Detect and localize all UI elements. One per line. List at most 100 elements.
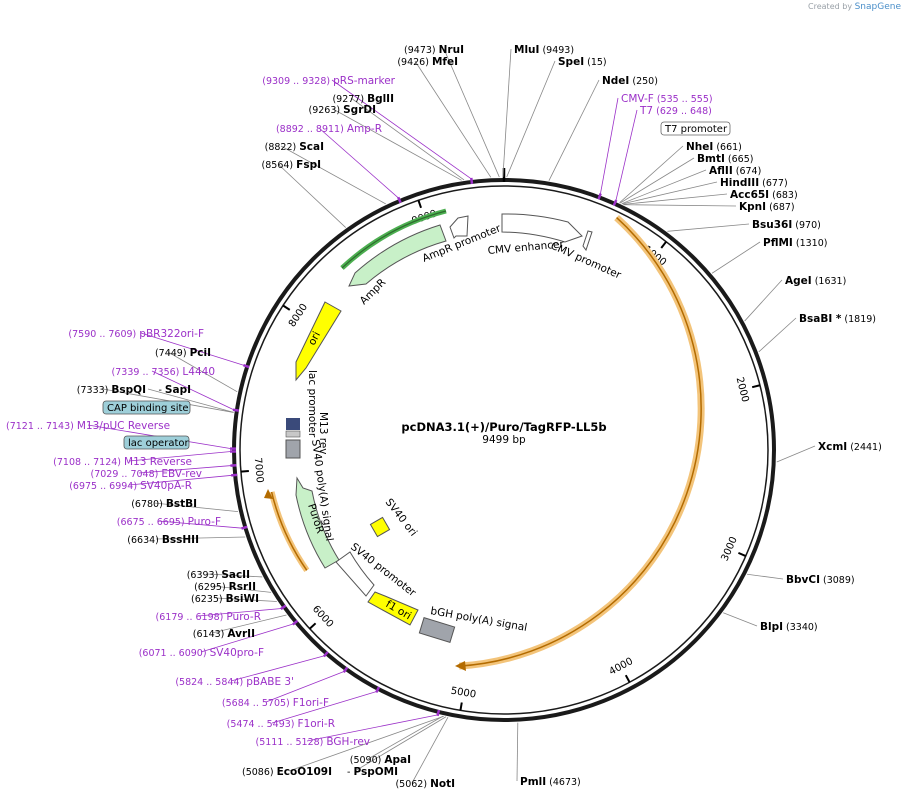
enzyme-label-6: (9263) SgrDI bbox=[309, 104, 377, 116]
site-name: HindIII bbox=[720, 177, 759, 189]
enzyme-leader-13 bbox=[623, 193, 728, 205]
site-name: SV40pA-R bbox=[140, 480, 192, 492]
tick-mark-7000 bbox=[240, 470, 249, 473]
site-position: (7590 .. 7609) bbox=[68, 329, 139, 340]
site-name: ScaI bbox=[299, 141, 324, 153]
puror-arrow bbox=[295, 476, 340, 569]
site-position: (2441) bbox=[847, 442, 882, 453]
tick-mark-1000 bbox=[660, 241, 667, 249]
site-name: NruI bbox=[439, 44, 464, 56]
enzyme-label-10: BmtI (665) bbox=[697, 153, 753, 165]
site-position: (7108 .. 7124) bbox=[53, 457, 124, 468]
site-name: AflII bbox=[709, 165, 733, 177]
enzyme-leader-4 bbox=[548, 79, 600, 181]
site-name: L4440 bbox=[182, 366, 215, 378]
orf-arc-main-arrowhead bbox=[455, 661, 466, 671]
enzyme-label-23: (5062) NotI bbox=[395, 778, 455, 790]
enzyme-label-3: (9426) MfeI bbox=[397, 56, 458, 68]
enzyme-label-13: Acc65I (683) bbox=[730, 189, 798, 201]
site-position: (9493) bbox=[539, 45, 574, 56]
orf-arc-puro-core bbox=[270, 491, 308, 571]
site-position: (9277) bbox=[332, 94, 367, 105]
site-name: MluI bbox=[514, 44, 539, 56]
ori-arrow bbox=[295, 301, 342, 382]
enzyme-leader-32 bbox=[153, 502, 239, 513]
leader-lines bbox=[87, 48, 816, 784]
primer-label-15: (5474 .. 5493) F1ori-R bbox=[227, 718, 335, 730]
site-name: pBR322ori-F bbox=[139, 328, 204, 340]
ori-label: ori bbox=[306, 330, 323, 348]
primer-leader-10 bbox=[157, 520, 243, 529]
enzyme-label-16: PflMI (1310) bbox=[763, 237, 827, 249]
enzyme-leader-29 bbox=[212, 585, 272, 593]
enzyme-label-4: NdeI (250) bbox=[602, 75, 658, 87]
site-position: (6179 .. 6198) bbox=[156, 612, 227, 623]
sv40-ori-label: SV40 ori bbox=[383, 496, 420, 538]
site-position: (4673) bbox=[546, 777, 581, 788]
m13-rev-box bbox=[285, 430, 301, 438]
site-prefix: - bbox=[158, 385, 164, 396]
site-position: (6675 .. 6695) bbox=[117, 517, 188, 528]
site-name: BsaBI * bbox=[799, 313, 842, 325]
site-name: NotI bbox=[430, 778, 455, 790]
enzyme-leader-34 bbox=[147, 388, 234, 413]
primer-label-2: CMV-F (535 .. 555) bbox=[621, 93, 713, 105]
primer-site-marker-13 bbox=[322, 651, 329, 658]
primer-leader-9 bbox=[128, 474, 233, 486]
bgh-polya-box bbox=[418, 617, 456, 643]
enzyme-leader-27 bbox=[211, 614, 287, 634]
site-position: (683) bbox=[769, 190, 798, 201]
site-position: (6295) bbox=[194, 582, 229, 593]
enzyme-label-8: (8564) FspI bbox=[262, 159, 321, 171]
site-position: (7339 .. 7356) bbox=[112, 367, 183, 378]
plasmid-length: 9499 bp bbox=[482, 434, 526, 446]
site-name: AvrII bbox=[227, 628, 255, 640]
site-position: (9309 .. 9328) bbox=[262, 76, 333, 87]
primer-site-marker-5 bbox=[232, 408, 240, 412]
site-name: BspQI bbox=[111, 384, 146, 396]
site-position: (629 .. 648) bbox=[653, 106, 712, 117]
enzyme-label-9: NheI (661) bbox=[686, 141, 742, 153]
site-position: (6235) bbox=[191, 594, 226, 605]
tick-mark-4000 bbox=[624, 674, 631, 683]
enzyme-label-27: (6143) AvrII bbox=[193, 628, 255, 640]
site-name: KpnI bbox=[739, 201, 766, 213]
lac-promoter-label: lac promoter bbox=[306, 370, 318, 438]
primer-label-14: (5684 .. 5705) F1ori-F bbox=[222, 697, 329, 709]
credit-label: Created by SnapGene bbox=[808, 2, 901, 12]
site-name: SpeI bbox=[558, 56, 584, 68]
tick-label-8000: 8000 bbox=[287, 302, 310, 329]
site-prefix: - bbox=[347, 767, 353, 778]
primer-site-marker-2 bbox=[597, 193, 602, 200]
site-name: pBABE 3' bbox=[246, 676, 294, 688]
t7-promoter-label: T7 promoter bbox=[664, 124, 728, 135]
primer-label-6: (7121 .. 7143) M13/pUC Reverse bbox=[6, 420, 170, 432]
orf-arc-puro-arrowhead bbox=[264, 489, 273, 499]
site-name: SacII bbox=[221, 569, 250, 581]
site-name: PciI bbox=[190, 347, 211, 359]
sv40-promoter-arrow bbox=[335, 551, 375, 597]
site-position: (8564) bbox=[262, 160, 297, 171]
m13-rev-label: M13 rev bbox=[317, 412, 329, 455]
primer-leader-12 bbox=[200, 623, 294, 653]
primer-label-1: (8892 .. 8911) Amp-R bbox=[276, 123, 382, 135]
site-name: CMV-F bbox=[621, 93, 654, 105]
primer-site-marker-15 bbox=[375, 686, 381, 693]
enzyme-leader-30 bbox=[206, 573, 263, 578]
enzyme-leader-2 bbox=[443, 48, 500, 178]
primer-label-11: (6179 .. 6198) Puro-R bbox=[156, 611, 261, 623]
site-name: ApaI bbox=[384, 754, 411, 766]
enzyme-leader-0 bbox=[502, 48, 512, 178]
enzyme-leader-11 bbox=[621, 169, 707, 205]
primer-label-4: (7590 .. 7609) pBR322ori-F bbox=[68, 328, 204, 340]
site-position: (661) bbox=[713, 142, 742, 153]
site-name: MfeI bbox=[432, 56, 458, 68]
tick-label-3000: 3000 bbox=[720, 535, 740, 563]
tick-label-4000: 4000 bbox=[607, 656, 635, 678]
site-position: (970) bbox=[792, 220, 821, 231]
site-name: Bsu36I bbox=[752, 219, 792, 231]
site-position: (3089) bbox=[820, 575, 855, 586]
site-name: F1ori-F bbox=[293, 697, 329, 709]
enzyme-label-15: Bsu36I (970) bbox=[752, 219, 821, 231]
